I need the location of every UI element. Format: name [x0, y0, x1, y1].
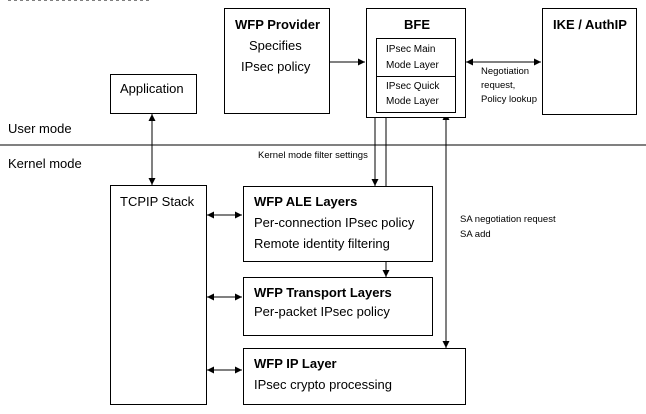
sa-label-line1: SA negotiation request: [460, 214, 556, 225]
wfp-ale-line1: Per-connection IPsec policy: [254, 215, 415, 230]
main-mode-line2: Mode Layer: [386, 60, 439, 71]
ipsec-main-mode-layer: IPsec Main Mode Layer: [376, 38, 456, 77]
negotiation-label-line3: Policy lookup: [481, 94, 537, 105]
wfp-ip-box: WFP IP Layer IPsec crypto processing: [243, 348, 466, 405]
wfp-ale-title: WFP ALE Layers: [254, 194, 358, 209]
wfp-ale-box: WFP ALE Layers Per-connection IPsec poli…: [243, 186, 433, 262]
wfp-transport-box: WFP Transport Layers Per-packet IPsec po…: [243, 277, 433, 336]
kernel-mode-label: Kernel mode: [8, 156, 82, 171]
ipsec-quick-mode-layer: IPsec Quick Mode Layer: [376, 76, 456, 113]
wfp-ip-title: WFP IP Layer: [254, 356, 337, 371]
bfe-box: BFE IPsec Main Mode Layer IPsec Quick Mo…: [366, 8, 466, 118]
ike-authip-box: IKE / AuthIP: [542, 8, 637, 115]
wfp-transport-line1: Per-packet IPsec policy: [254, 304, 390, 319]
tcpip-stack-title: TCPIP Stack: [120, 194, 195, 209]
application-box: Application: [110, 74, 197, 114]
kernel-filter-label: Kernel mode filter settings: [258, 150, 368, 161]
quick-mode-line2: Mode Layer: [386, 96, 439, 107]
wfp-transport-title: WFP Transport Layers: [254, 285, 392, 300]
application-title: Application: [120, 81, 184, 96]
wfp-ip-line1: IPsec crypto processing: [254, 377, 393, 392]
user-mode-label: User mode: [8, 121, 72, 136]
wfp-provider-line1: Specifies: [249, 38, 302, 53]
quick-mode-line1: IPsec Quick: [386, 81, 440, 92]
wfp-provider-line2: IPsec policy: [241, 59, 311, 74]
negotiation-label-line1: Negotiation: [481, 66, 530, 77]
wfp-ale-line2: Remote identity filtering: [254, 236, 390, 251]
negotiation-label-line2: request,: [481, 80, 516, 91]
bfe-title: BFE: [404, 17, 430, 32]
wfp-provider-title: WFP Provider: [235, 17, 321, 32]
tcpip-stack-box: TCPIP Stack: [110, 185, 207, 405]
sa-label-line2: SA add: [460, 229, 491, 240]
ike-authip-title: IKE / AuthIP: [553, 17, 627, 32]
main-mode-line1: IPsec Main: [386, 44, 436, 55]
wfp-provider-box: WFP Provider Specifies IPsec policy: [224, 8, 330, 114]
